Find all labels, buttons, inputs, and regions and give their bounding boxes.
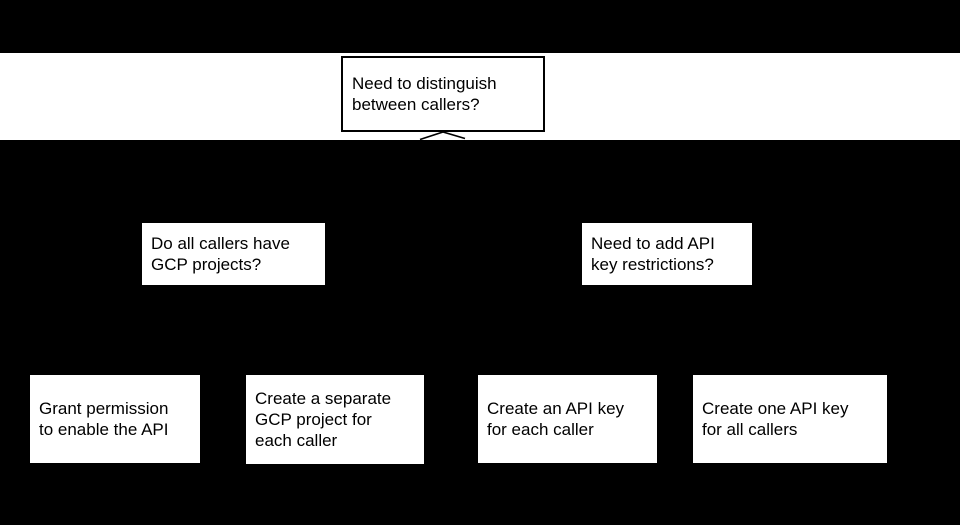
flowchart-node-outcome-one-api-key: Create one API key for all callers	[693, 375, 887, 463]
flowchart-node-root-question: Need to distinguish between callers?	[341, 56, 545, 132]
branch-connector-chevron-icon	[419, 131, 466, 140]
flowchart-node-outcome-api-key-each-caller: Create an API key for each caller	[478, 375, 657, 463]
flowchart-node-outcome-grant-permission: Grant permission to enable the API	[30, 375, 200, 463]
flowchart-node-outcome-separate-gcp-project: Create a separate GCP project for each c…	[246, 375, 424, 464]
flowchart-node-question-key-restrictions: Need to add API key restrictions?	[582, 223, 752, 285]
flowchart-node-question-gcp-projects: Do all callers have GCP projects?	[142, 223, 325, 285]
